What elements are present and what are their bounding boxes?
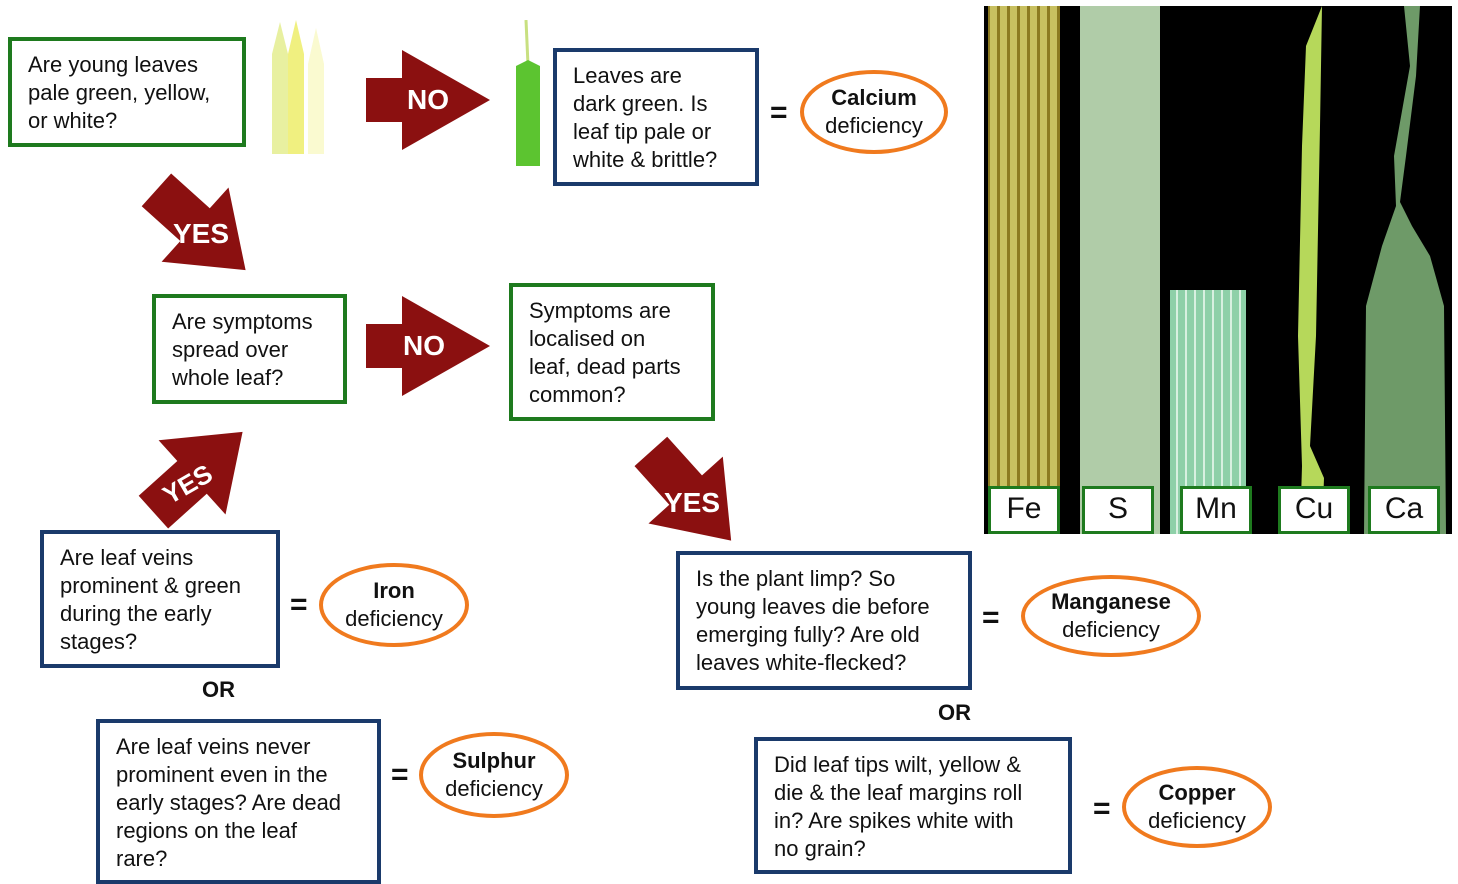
arrow-label: NO [403,330,445,361]
result-name: Copper [1158,780,1236,805]
question-veins-never-prominent: Are leaf veins never prominent even in t… [96,719,381,884]
no-arrow-top: NO [366,50,490,150]
question-veins-prominent: Are leaf veins prominent & green during … [40,530,280,668]
leaf-s [1080,6,1160,534]
equals-sign-sulphur: = [391,758,409,791]
equals-sign-calcium: = [770,96,788,129]
no-arrow-middle: NO [366,296,490,396]
green-leaf-illustration [516,20,540,166]
result-word: deficiency [445,776,543,801]
result-word: deficiency [1062,617,1160,642]
leaf-ca [1364,6,1446,534]
deficiency-leaf-photo [984,6,1452,534]
arrow-label: YES [173,218,229,249]
result-calcium-deficiency: Calcium deficiency [800,70,948,154]
yes-arrow-right: YES [634,436,732,541]
result-word: deficiency [345,606,443,631]
or-label-left: OR [202,677,235,702]
result-name: Iron [373,578,415,603]
result-word: deficiency [1148,808,1246,833]
leaf-samples-illustration [988,6,1446,534]
result-manganese-deficiency: Manganese deficiency [1021,575,1201,657]
result-iron-deficiency: Iron deficiency [319,563,469,647]
equals-sign-manganese: = [982,601,1000,634]
result-copper-deficiency: Copper deficiency [1122,766,1272,848]
question-dark-green-leaves: Leaves are dark green. Is leaf tip pale … [553,48,759,186]
leaf-fe [988,6,1060,534]
result-word: deficiency [825,113,923,138]
result-name: Calcium [831,85,917,110]
question-plant-limp: Is the plant limp? So young leaves die b… [676,551,972,690]
question-leaf-tips-wilt: Did leaf tips wilt, yellow & die & the l… [754,737,1072,874]
equals-sign-iron: = [290,588,308,621]
yes-arrow-top: YES [141,173,246,271]
photo-label-cu: Cu [1278,486,1350,534]
question-symptoms-localised: Symptoms are localised on leaf, dead par… [509,283,715,421]
question-symptoms-spread: Are symptoms spread over whole leaf? [152,294,347,404]
arrow-label: NO [407,84,449,115]
photo-label-fe: Fe [988,486,1060,534]
pale-leaves-illustration [272,20,324,154]
question-young-leaves-pale: Are young leaves pale green, yellow, or … [8,37,246,147]
photo-label-mn: Mn [1180,486,1252,534]
photo-label-ca: Ca [1368,486,1440,534]
leaf-cu [1298,6,1324,534]
photo-label-s: S [1082,486,1154,534]
equals-sign-copper: = [1093,792,1111,825]
result-name: Sulphur [452,748,536,773]
or-label-right: OR [938,700,971,725]
result-name: Manganese [1051,589,1171,614]
yes-arrow-left: YES [138,431,243,529]
result-sulphur-deficiency: Sulphur deficiency [419,732,569,818]
arrow-label: YES [664,487,720,518]
